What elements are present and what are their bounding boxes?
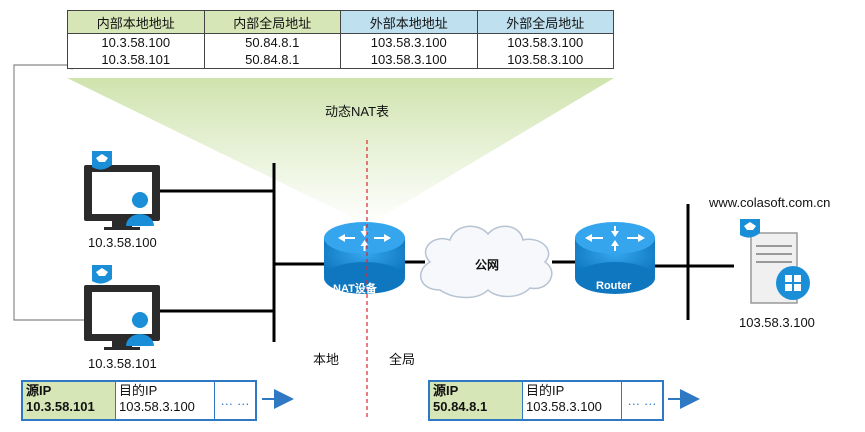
host2-pc-icon: [84, 265, 160, 350]
src-ip-label: 源IP: [26, 383, 52, 398]
router-label: Router: [596, 280, 632, 292]
table-cell: 50.84.8.1: [203, 51, 341, 69]
nat-table-caption: 动态NAT表: [325, 104, 390, 119]
table-cell: 50.84.8.1: [203, 33, 341, 51]
more-fields: … …: [220, 392, 250, 408]
table-row: 10.3.58.100 50.84.8.1 103.58.3.100 103.5…: [67, 33, 614, 51]
nat-table-funnel: [67, 78, 614, 225]
table-cell: 103.58.3.100: [340, 33, 478, 51]
host1-pc-icon: [84, 151, 160, 230]
router-device: [575, 222, 655, 294]
nat-table-header: 内部本地地址: [67, 10, 205, 34]
nat-table-header: 内部全局地址: [203, 10, 341, 34]
src-ip-label: 源IP: [433, 383, 459, 398]
nat-device-label: NAT设备: [333, 283, 377, 295]
src-ip-value: 10.3.58.101: [26, 399, 95, 414]
table-cell: 103.58.3.100: [476, 33, 614, 51]
internet-cloud: [420, 225, 553, 299]
server-url: www.colasoft.com.cn: [709, 195, 831, 210]
more-fields: … …: [627, 392, 657, 408]
src-ip-value: 50.84.8.1: [433, 399, 488, 414]
right-packet-header: 源IP 50.84.8.1 目的IP 103.58.3.100 … …: [428, 380, 664, 421]
server-ip: 103.58.3.100: [739, 315, 815, 330]
dst-ip-value: 103.58.3.100: [526, 399, 602, 414]
table-cell: 10.3.58.100: [67, 33, 205, 51]
table-cell: 103.58.3.100: [476, 51, 614, 69]
cloud-label: 公网: [475, 258, 500, 272]
left-packet-header: 源IP 10.3.58.101 目的IP 103.58.3.100 … …: [21, 380, 257, 421]
table-row: 10.3.58.101 50.84.8.1 103.58.3.100 103.5…: [67, 51, 614, 69]
host1-ip: 10.3.58.100: [88, 235, 157, 250]
server-icon: [740, 219, 810, 304]
nat-table-header: 外部全局地址: [476, 10, 614, 34]
host2-ip: 10.3.58.101: [88, 356, 157, 371]
dst-ip-label: 目的IP: [526, 383, 565, 398]
local-zone-label: 本地: [313, 352, 340, 367]
global-zone-label: 全局: [389, 352, 416, 367]
host-to-table-arrow: [13, 60, 92, 321]
nat-table: 内部本地地址 内部全局地址 外部本地地址 外部全局地址 10.3.58.100 …: [67, 10, 614, 69]
nat-device: [324, 222, 405, 294]
dst-ip-value: 103.58.3.100: [119, 399, 195, 414]
dst-ip-label: 目的IP: [119, 383, 158, 398]
